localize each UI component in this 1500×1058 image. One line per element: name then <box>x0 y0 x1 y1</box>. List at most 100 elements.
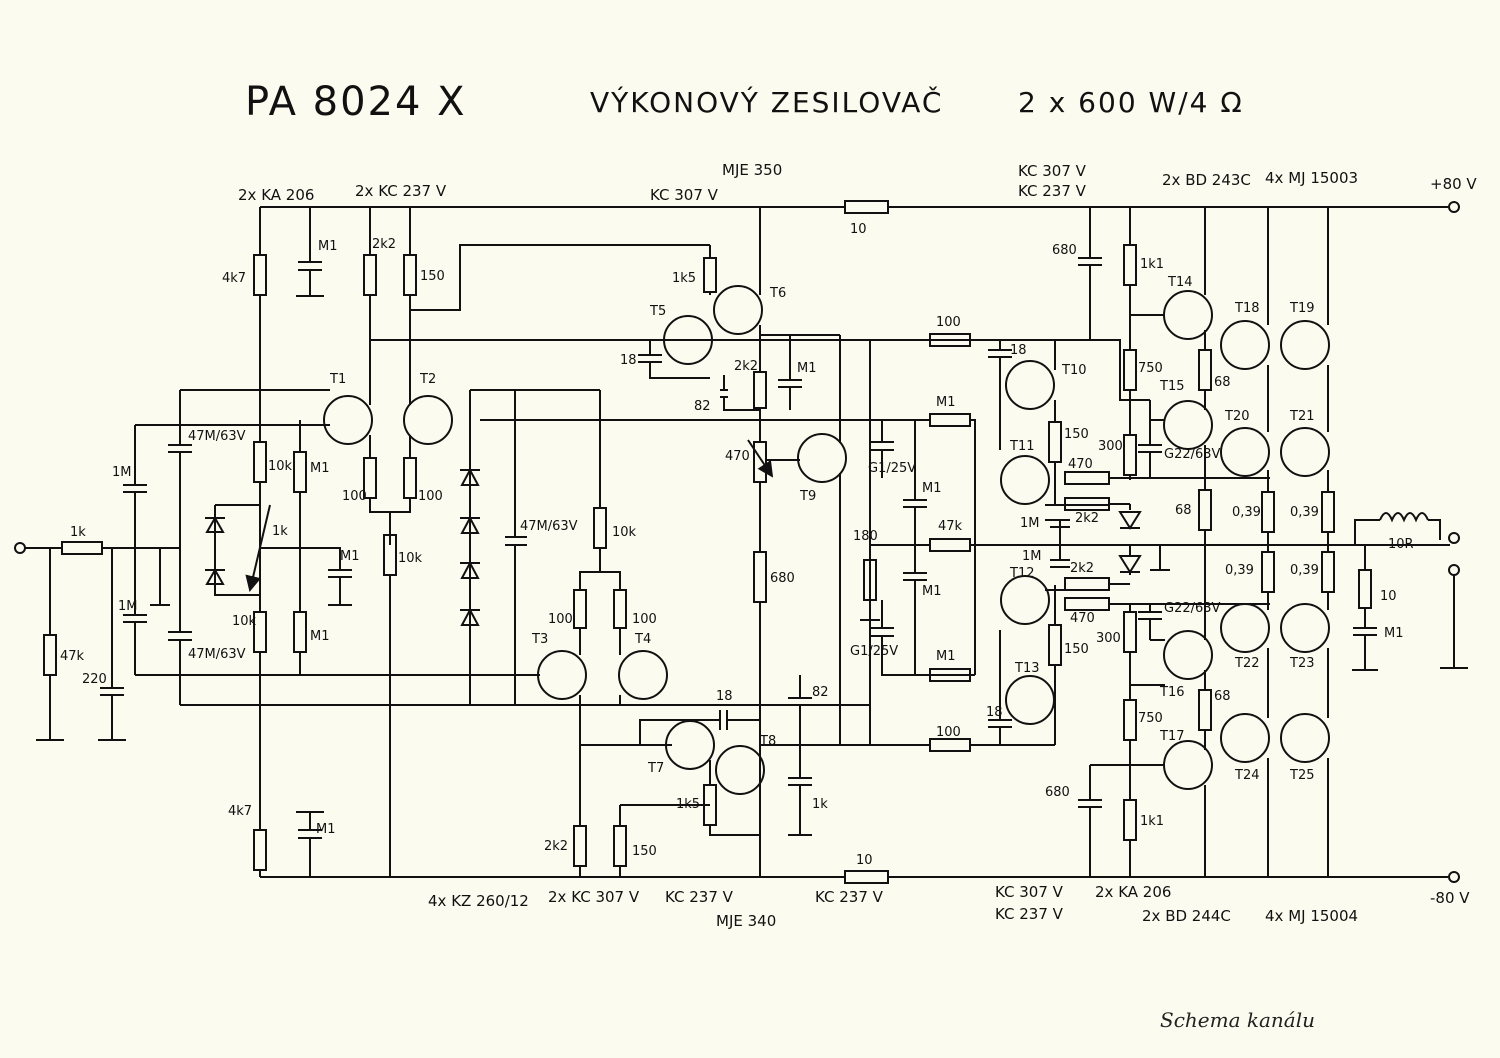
value-r-top-left: 4k7 <box>222 271 246 286</box>
value-r-150-t13: 150 <box>1064 642 1089 657</box>
label-t6: T6 <box>769 286 786 301</box>
value-r-2k2-a: 2k2 <box>1075 511 1099 526</box>
label-t23: T23 <box>1289 656 1314 671</box>
label-t2: T2 <box>419 372 436 387</box>
value-r-100-b: 100 <box>418 489 443 504</box>
label-t17: T17 <box>1159 729 1184 744</box>
value-r-zobel: 10 <box>1380 589 1397 604</box>
value-r-470-a: 470 <box>1068 457 1093 472</box>
note-kc237-t7: KC 237 V <box>665 888 734 906</box>
value-r-j39-b: 0,39 <box>1290 505 1319 520</box>
note-zeners: 4x KZ 260/12 <box>428 892 529 910</box>
value-c-680-top: 680 <box>1052 243 1077 258</box>
value-r-10k-b: 10k <box>232 614 257 629</box>
label-t19: T19 <box>1289 301 1314 316</box>
transistor-t8 <box>715 745 765 795</box>
value-r-2k2-vbe: 2k2 <box>734 359 758 374</box>
label-t3: T3 <box>531 632 548 647</box>
note-mj15004: 4x MJ 15004 <box>1265 907 1358 925</box>
note-kc237-top: 2x KC 237 V <box>355 182 447 200</box>
value-r-j39-a: 0,39 <box>1232 505 1261 520</box>
note-mj15003: 4x MJ 15003 <box>1265 169 1358 187</box>
value-c-g1-top: G1/25V <box>868 461 916 476</box>
transistor-t5 <box>663 315 713 365</box>
note-kc307-t5: KC 307 V <box>650 186 719 204</box>
value-r-j39-d: 0,39 <box>1290 563 1319 578</box>
value-r-m1-a: M1 <box>310 461 330 476</box>
value-r-1k1-bot: 1k1 <box>1140 814 1164 829</box>
input-resistor <box>61 541 103 555</box>
value-c-m1-mid: M1 <box>340 549 360 564</box>
value-r-47k-fb: 47k <box>938 519 963 534</box>
value-r-bot-left: 4k7 <box>228 804 252 819</box>
transistor-t16 <box>1163 630 1213 680</box>
value-pot-1k: 1k <box>272 524 288 539</box>
value-c-in-shunt: 220 <box>82 672 107 687</box>
note-mje340: MJE 340 <box>716 912 776 930</box>
positive-terminal <box>1448 201 1460 213</box>
value-r-300-top: 300 <box>1098 439 1123 454</box>
label-t7: T7 <box>647 761 664 776</box>
amplifier-name: VÝKONOVÝ ZESILOVAČ <box>590 85 943 119</box>
value-c-82-top: 82 <box>694 399 711 414</box>
value-r-in: 1k <box>70 525 86 540</box>
label-t21: T21 <box>1289 409 1314 424</box>
value-r-10-bot: 10 <box>856 853 873 868</box>
value-r-1k1-top: 1k1 <box>1140 257 1164 272</box>
label-t20: T20 <box>1224 409 1249 424</box>
value-r-1k5-top: 1k5 <box>672 271 696 286</box>
label-t5: T5 <box>649 304 666 319</box>
value-r-150-t10: 150 <box>1064 427 1089 442</box>
rail-resistor-top <box>844 200 889 214</box>
label-t10: T10 <box>1061 363 1086 378</box>
value-r-10k-tail: 10k <box>398 551 423 566</box>
value-r-68-c: 68 <box>1214 689 1231 704</box>
value-r-150-top: 150 <box>420 269 445 284</box>
note-t12-type-a: KC 307 V <box>995 883 1064 901</box>
model-title: PA 8024 X <box>245 79 467 125</box>
label-t18: T18 <box>1234 301 1259 316</box>
value-c-1m-a: 1M <box>1020 516 1040 531</box>
value-c-18-t13: 18 <box>986 705 1003 720</box>
value-c-m1-vbe: M1 <box>797 361 817 376</box>
value-c-g22-top: G22/63V <box>1164 447 1221 462</box>
value-c-18-mid: 18 <box>716 689 733 704</box>
transistor-t25 <box>1280 713 1330 763</box>
transistor-t20 <box>1220 427 1270 477</box>
transistor-t18 <box>1220 320 1270 370</box>
note-ka206-bottom: 2x KA 206 <box>1095 883 1171 901</box>
value-r-10-top: 10 <box>850 222 867 237</box>
value-c-in2: 1M <box>118 599 138 614</box>
value-r-j39-c: 0,39 <box>1225 563 1254 578</box>
value-r-100-c: 100 <box>548 612 573 627</box>
label-t4: T4 <box>634 632 651 647</box>
value-r-in-shunt: 47k <box>60 649 85 664</box>
value-r-470-b: 470 <box>1070 611 1095 626</box>
note-t10-type-b: KC 237 V <box>1018 182 1087 200</box>
value-c-1k-bot: 1k <box>812 797 828 812</box>
ground-terminal <box>1448 564 1460 576</box>
rail-resistor-bottom <box>844 870 889 884</box>
transistor-t13 <box>1005 675 1055 725</box>
label-t15: T15 <box>1159 379 1184 394</box>
note-bd243: 2x BD 243C <box>1162 171 1251 189</box>
value-c-47m-mid: 47M/63V <box>520 519 578 534</box>
value-r-180: 180 <box>853 529 878 544</box>
value-c-18-t5: 18 <box>620 353 637 368</box>
value-c-top-left: M1 <box>318 239 338 254</box>
label-t8: T8 <box>759 734 776 749</box>
value-r-100-top: 100 <box>936 315 961 330</box>
transistor-t14 <box>1163 290 1213 340</box>
value-c-zobel: M1 <box>1384 626 1404 641</box>
value-c-e1: 47M/63V <box>188 429 246 444</box>
label-t16: T16 <box>1159 685 1184 700</box>
value-r-300-bot: 300 <box>1096 631 1121 646</box>
value-c-82-bot: 82 <box>812 685 829 700</box>
value-c-680-bot: 680 <box>1045 785 1070 800</box>
label-t22: T22 <box>1234 656 1259 671</box>
transistor-t3 <box>537 650 587 700</box>
transistor-t15 <box>1163 400 1213 450</box>
note-kc237-t9: KC 237 V <box>815 888 884 906</box>
value-c-bot-left: M1 <box>316 822 336 837</box>
value-c-18-t10: 18 <box>1010 343 1027 358</box>
